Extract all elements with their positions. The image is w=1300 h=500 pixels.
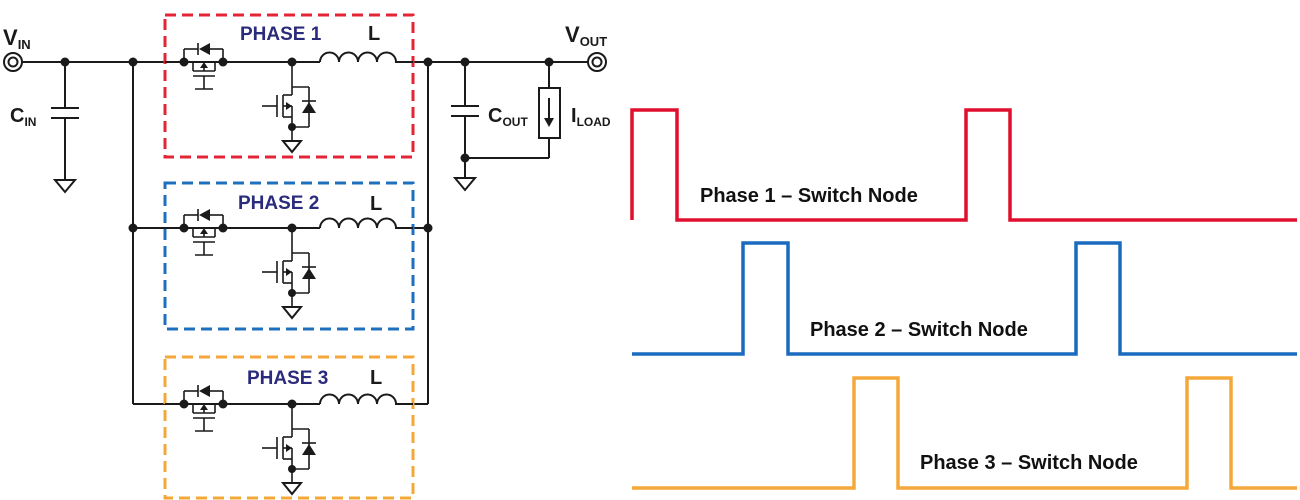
vin-terminal xyxy=(3,52,23,72)
phase-1-waveform xyxy=(630,108,1297,222)
inductor xyxy=(319,217,397,229)
vin-label: VIN xyxy=(3,25,31,52)
phase-2-block xyxy=(163,181,415,331)
phase-1-inductor-label: L xyxy=(368,23,380,45)
phase-blocks xyxy=(163,13,415,500)
iload-current-source xyxy=(465,62,561,159)
vout-terminal xyxy=(587,52,607,72)
phase-2-waveform-label: Phase 2 – Switch Node xyxy=(810,319,1028,341)
low-side-mosfet xyxy=(262,62,316,154)
phase-1-waveform-label: Phase 1 – Switch Node xyxy=(700,185,918,207)
node-dot xyxy=(423,57,433,67)
low-side-mosfet xyxy=(262,404,316,496)
phase-1-title: PHASE 1 xyxy=(240,24,322,45)
node-dot xyxy=(423,223,433,233)
phase-2-waveform xyxy=(632,241,1297,356)
phase-1-block xyxy=(163,13,415,159)
high-side-mosfet xyxy=(179,209,228,256)
phase-3-waveform-label: Phase 3 – Switch Node xyxy=(920,452,1138,474)
high-side-mosfet xyxy=(179,385,228,432)
inductor xyxy=(319,51,397,63)
cout-capacitor xyxy=(451,62,479,192)
phase-2-title: PHASE 2 xyxy=(238,193,319,214)
phase-3-title: PHASE 3 xyxy=(247,368,328,389)
cin-capacitor xyxy=(51,62,79,194)
phase-3-block xyxy=(163,355,415,500)
iload-label: ILOAD xyxy=(571,105,611,129)
phase-3-waveform xyxy=(632,376,1297,490)
phase-3-outline xyxy=(163,355,415,500)
phase-2-inductor-label: L xyxy=(370,193,382,215)
low-side-mosfet xyxy=(262,228,316,320)
cin-label: CIN xyxy=(10,105,36,129)
phase-1-outline xyxy=(163,13,415,159)
high-side-mosfet xyxy=(179,43,228,90)
vout-label: VOUT xyxy=(565,22,607,49)
phase-3-inductor-label: L xyxy=(370,367,382,389)
inductor xyxy=(319,393,397,405)
phase-2-outline xyxy=(163,181,415,331)
cout-label: COUT xyxy=(488,105,528,129)
